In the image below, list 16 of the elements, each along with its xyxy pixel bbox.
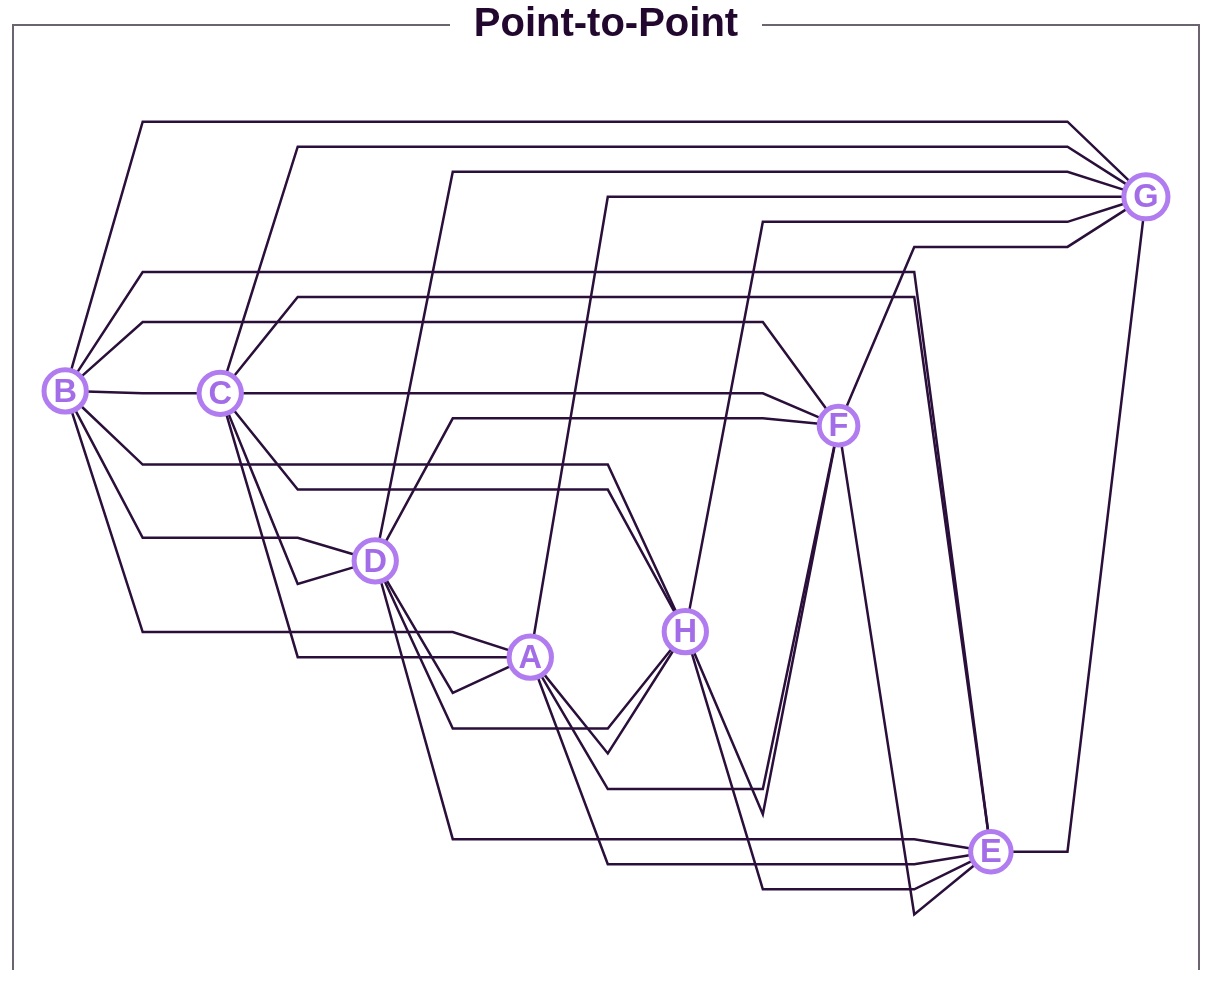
node-circle: B — [41, 367, 89, 415]
node-circle: G — [1121, 172, 1171, 222]
node-circle: E — [968, 828, 1014, 875]
node-circle: H — [661, 608, 709, 656]
connector — [232, 409, 677, 614]
node-circle: F — [816, 403, 861, 448]
connector — [225, 145, 1128, 374]
node-circle: D — [351, 537, 399, 585]
connector — [80, 320, 829, 411]
connector — [532, 195, 1124, 637]
node-circle: A — [506, 633, 554, 681]
node-circle: C — [196, 369, 244, 417]
connector — [79, 404, 678, 613]
connector — [69, 120, 1131, 371]
connector — [383, 579, 674, 730]
connector — [378, 170, 1126, 541]
